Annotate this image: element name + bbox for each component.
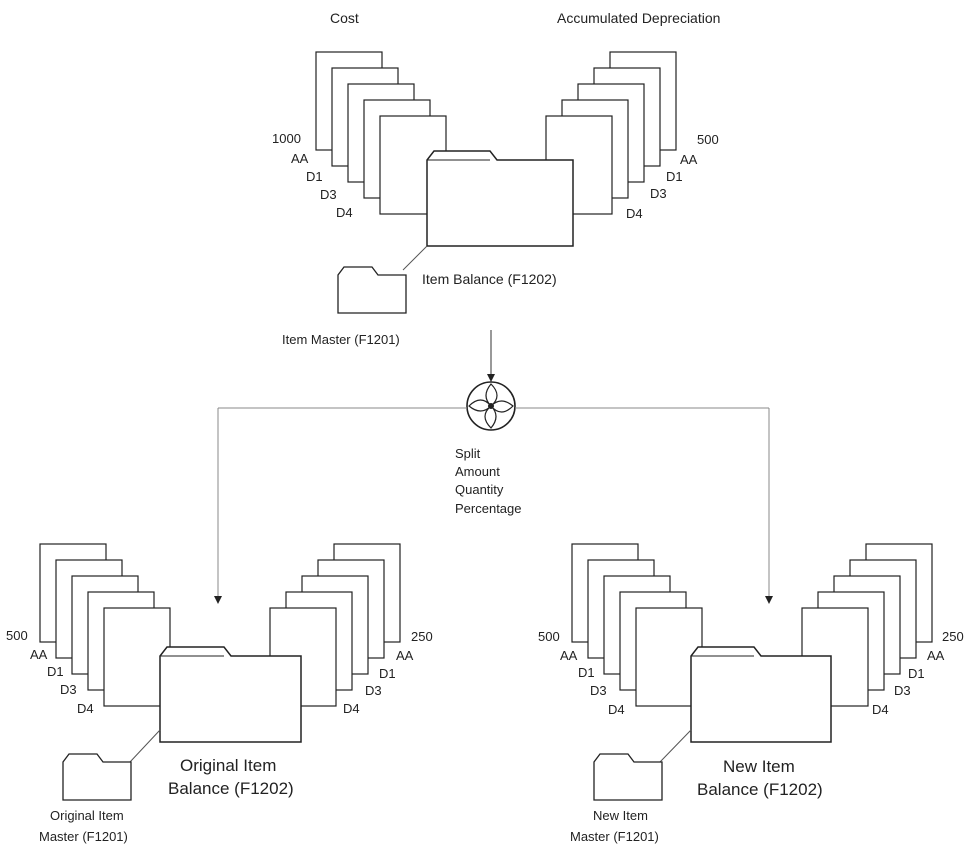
original-cost-ledger-label: AA [30,647,48,662]
new-accum-ledger-label: AA [927,648,945,663]
original-cost-ledger-label: D4 [77,701,94,716]
original-item-master-folder-icon [62,753,132,801]
new-group: 500 AA D1 D3 D4 250 AA D1 D3 D4 New Item… [538,543,964,844]
original-item-master-label: Master (F1201) [39,829,128,844]
original-accum-ledger-labels: 250 AA D1 D3 D4 [343,629,433,716]
original-group: 500 AA D1 D3 D4 250 AA D1 D3 D4 Original… [6,543,433,844]
new-cost-ledger-label: AA [560,648,578,663]
original-accum-ledger-label: 250 [411,629,433,644]
original-accum-ledger-label: AA [396,648,414,663]
top-accum-ledger-label: D1 [666,169,683,184]
original-cost-ledger-labels: 500 AA D1 D3 D4 [6,628,94,716]
new-item-master-label: Master (F1201) [570,829,659,844]
split-section: Split Amount Quantity Percentage [214,330,773,604]
top-cost-ledger-label: 1000 [272,131,301,146]
original-cost-ledger-label: D1 [47,664,64,679]
new-accum-ledger-label: D1 [908,666,925,681]
split-label: Amount [455,464,500,479]
top-accum-pages [545,51,677,215]
original-cost-ledger-label: D3 [60,682,77,697]
top-cost-ledger-label: AA [291,151,309,166]
top-master-connector [402,245,428,271]
new-accum-ledger-label: D4 [872,702,889,717]
accumulated-depreciation-title: Accumulated Depreciation [557,10,720,26]
top-accum-ledger-label: 500 [697,132,719,147]
top-cost-ledger-label: D1 [306,169,323,184]
split-label: Quantity [455,482,504,497]
top-cost-ledger-label: D4 [336,205,353,220]
new-item-master-folder-icon [593,753,663,801]
original-item-master-label: Original Item [50,808,124,823]
top-item-balance-folder-icon [426,150,574,247]
top-item-master-label: Item Master (F1201) [282,332,400,347]
original-item-balance-folder-icon [159,646,302,743]
new-master-connector [659,729,692,763]
new-cost-ledger-label: 500 [538,629,560,644]
original-cost-page-d4 [103,607,171,707]
new-accum-ledger-labels: 250 AA D1 D3 D4 [872,629,964,717]
original-cost-pages [39,543,171,707]
new-item-balance-label: New Item [723,757,795,776]
new-cost-ledger-label: D3 [590,683,607,698]
top-accum-ledger-label: AA [680,152,698,167]
new-cost-ledger-label: D1 [578,665,595,680]
top-item-master-folder-icon [337,266,407,314]
new-item-balance-label: Balance (F1202) [697,780,823,799]
new-cost-ledger-label: D4 [608,702,625,717]
top-cost-ledger-labels: 1000 AA D1 D3 D4 [272,131,353,220]
new-item-balance-folder-icon [690,646,832,743]
original-cost-ledger-label: 500 [6,628,28,643]
top-accum-ledger-label: D3 [650,186,667,201]
new-accum-ledger-label: 250 [942,629,964,644]
new-item-master-label: New Item [593,808,648,823]
original-item-balance-label: Balance (F1202) [168,779,294,798]
top-item-balance-label: Item Balance (F1202) [422,271,557,287]
top-accum-ledger-labels: 500 AA D1 D3 D4 [626,132,719,221]
original-accum-ledger-label: D1 [379,666,396,681]
original-master-connector [129,729,161,763]
new-accum-ledger-label: D3 [894,683,911,698]
top-accum-ledger-label: D4 [626,206,643,221]
original-accum-ledger-label: D4 [343,701,360,716]
original-item-balance-label: Original Item [180,756,276,775]
new-cost-ledger-labels: 500 AA D1 D3 D4 [538,629,625,717]
top-cost-ledger-label: D3 [320,187,337,202]
new-cost-pages [571,543,703,707]
cost-title: Cost [330,10,359,26]
top-cost-pages [315,51,447,215]
top-group: Cost Accumulated Depreciation 1000 AA D1… [272,10,720,347]
original-accum-ledger-label: D3 [365,683,382,698]
split-process-icon [466,381,516,431]
split-label: Percentage [455,501,522,516]
split-label: Split [455,446,481,461]
